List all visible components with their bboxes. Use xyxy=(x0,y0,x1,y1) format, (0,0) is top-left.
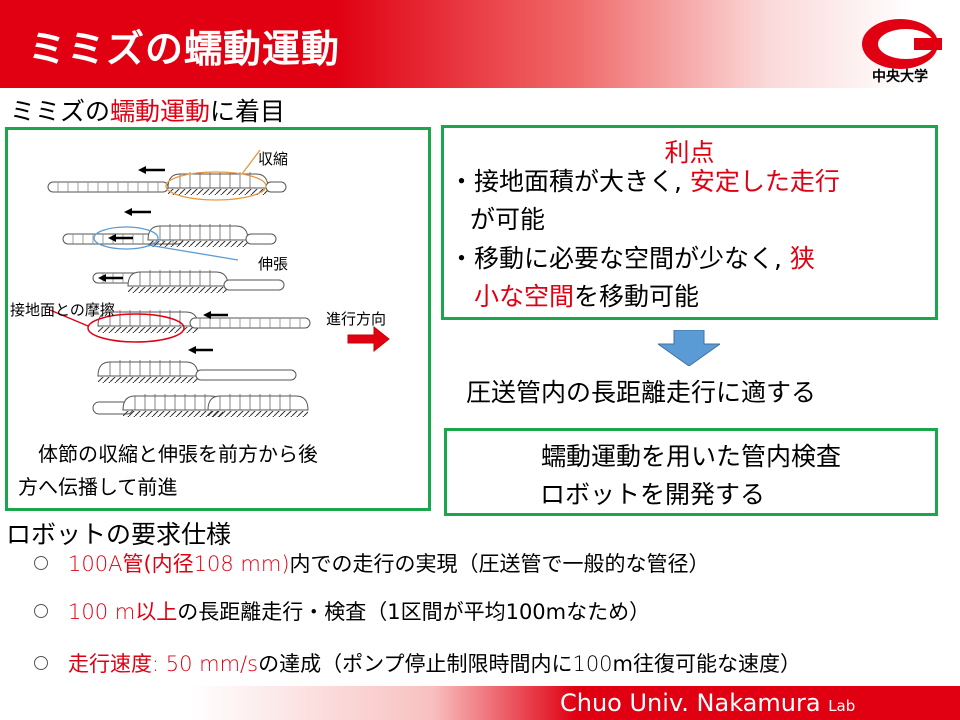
diagram-caption: 体節の収縮と伸張を前方から後 方へ伝播して前進 xyxy=(18,442,318,499)
spec-text-part: 走行速度 xyxy=(68,652,152,676)
header-band xyxy=(0,0,960,88)
spec-text-part: 管(内径 xyxy=(122,552,194,576)
spec-item-3: 走行速度: 50 mm/sの達成（ポンプ停止制限時間内に100m往復可能な速度） xyxy=(68,648,801,678)
section-heading: ミミズの蠕動運動に着目 xyxy=(10,97,286,126)
spec-text-part: 100 xyxy=(572,652,613,676)
spec-text-part: : 50 mm/s xyxy=(152,652,259,676)
chuo-university-logo xyxy=(862,19,942,69)
label-extension: 伸張 xyxy=(258,255,289,273)
logo-text: 中央大学 xyxy=(872,69,928,85)
development-line-2: ロボットを開発する xyxy=(540,480,766,509)
spec-item-1: 100A管(内径108 mm)内での走行の実現（圧送管で一般的な管径） xyxy=(68,548,710,578)
slide-title: ミミズの蠕動運動 xyxy=(28,27,341,71)
spec-item-2: 100 m以上の長距離走行・検査（1区間が平均100mなため） xyxy=(68,596,650,626)
spec-text-part: m往復可能な速度） xyxy=(612,652,802,676)
bullet-icon xyxy=(34,656,48,670)
advantage-item-1: ・接地面積が大きく, 安定した走行 xyxy=(449,167,840,196)
worm-diagram-box xyxy=(5,127,431,511)
development-box xyxy=(444,428,938,516)
footer-band xyxy=(0,686,960,720)
bullet-icon xyxy=(34,556,48,570)
spec-text-part: の長距離走行・検査（1区間が平均100mなため） xyxy=(177,600,651,624)
advantages-title: 利点 xyxy=(664,138,715,167)
spec-text-part: 108 mm) xyxy=(193,552,290,576)
bullet-icon xyxy=(34,604,48,618)
spec-text-part: の達成（ポンプ停止制限時間内に xyxy=(258,652,573,676)
label-contraction: 収縮 xyxy=(258,150,289,168)
advantage-item-2: ・移動に必要な空間が少なく, 狭 xyxy=(449,244,815,273)
conclusion-text: 圧送管内の長距離走行に適する xyxy=(466,378,817,407)
specs-title: ロボットの要求仕様 xyxy=(6,520,232,549)
advantages-box xyxy=(441,125,938,320)
spec-text-part: 100A xyxy=(68,552,123,576)
spec-text-part: 100 m xyxy=(68,600,136,624)
footer-text: Chuo Univ. Nakamura Lab xyxy=(560,689,856,717)
advantage-item-2-cont: 小な空間を移動可能 xyxy=(474,282,700,311)
label-friction: 接地面との摩擦 xyxy=(10,301,115,319)
down-arrow-icon xyxy=(658,330,720,366)
earthworm-locomotion-diagram xyxy=(47,149,390,418)
spec-text-part: 以上 xyxy=(135,600,178,624)
development-line-1: 蠕動運動を用いた管内検査 xyxy=(540,442,841,471)
spec-text-part: 内での走行の実現（圧送管で一般的な管径） xyxy=(289,552,710,576)
label-direction: 進行方向 xyxy=(326,310,387,328)
advantage-item-1-cont: が可能 xyxy=(470,205,546,234)
